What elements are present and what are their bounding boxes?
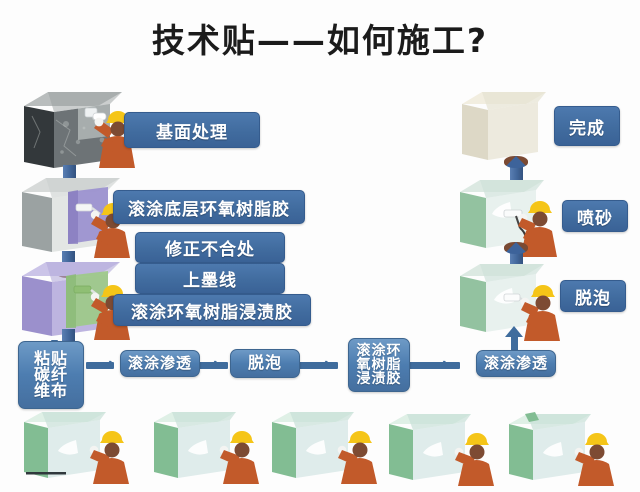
chip-impregnating-resin[interactable]: 滚涂环氧树脂浸渍胶 [113, 294, 311, 326]
flow-node-roll-penetration-2[interactable]: 滚涂渗透 [476, 350, 556, 377]
worker-applying-icon [509, 412, 614, 486]
arrow-up-1 [504, 156, 529, 192]
chip-substrate-treatment[interactable]: 基面处理 [124, 112, 260, 148]
chip-fix-defects[interactable]: 修正不合处 [135, 232, 285, 263]
flow-node-paste-carbon-fiber-cloth[interactable]: 粘 贴 碳 纤 维 布 [18, 341, 84, 409]
bottom-panel-5 [505, 412, 617, 486]
bottom-panel-4 [385, 412, 497, 486]
green-white-block-icon-2 [460, 264, 544, 332]
flow-char: 滚 [356, 343, 372, 359]
flow-char: 贴 [51, 349, 69, 368]
flow-char: 环 [386, 343, 402, 359]
flow-chevron-2: › [213, 354, 220, 375]
chip-defoaming[interactable]: 脱泡 [560, 280, 626, 312]
gray-block-icon [22, 178, 120, 252]
flow-node-resin-text: 滚 涂 环 氧 树 脂 浸 渍 胶 [357, 344, 402, 386]
flow-node-roll-impregnating-resin[interactable]: 滚 涂 环 氧 树 脂 浸 渍 胶 [348, 338, 410, 392]
defoam-roller-icon [503, 285, 560, 341]
flow-chevron-3: › [324, 354, 331, 375]
flow-chevron-4: › [442, 354, 449, 375]
flow-char: 树 [371, 357, 387, 373]
worker-sandblasting [492, 194, 558, 257]
flow-connector-2 [194, 362, 228, 369]
flow-char: 浸 [356, 371, 372, 387]
flow-char: 维 [33, 381, 51, 400]
flow-node-roll-penetration-1[interactable]: 滚涂渗透 [120, 350, 200, 377]
flow-chevron-1: › [108, 354, 115, 375]
worker-defoaming [496, 278, 560, 341]
flow-connector-3 [298, 362, 338, 369]
chip-complete[interactable]: 完成 [554, 106, 620, 146]
chip-primer-epoxy[interactable]: 滚涂底层环氧树脂胶 [113, 190, 305, 224]
flow-char: 碳 [33, 365, 51, 384]
flow-node-paste-text: 粘 贴 碳 纤 维 布 [34, 351, 68, 399]
flow-connector-1 [86, 362, 114, 369]
flow-char: 布 [51, 381, 69, 400]
worker-applying-icon [154, 412, 259, 484]
flow-node-defoam[interactable]: 脱泡 [230, 349, 300, 378]
illustration-substrate-treatment [18, 90, 135, 168]
illustration-defoaming [456, 262, 560, 341]
flow-char: 涂 [371, 343, 387, 359]
bottom-panel-2 [150, 410, 262, 484]
illustration-impregnating-resin [16, 260, 130, 340]
purple-block-icon [22, 262, 120, 336]
bottom-panel-3 [268, 410, 380, 484]
flow-char: 粘 [33, 349, 51, 368]
flow-char: 氧 [356, 357, 372, 373]
page-title: 技术贴——如何施工? [151, 21, 489, 60]
chip-sandblasting[interactable]: 喷砂 [562, 200, 628, 232]
sandblast-gun-icon [503, 201, 557, 257]
flow-char: 脂 [386, 357, 402, 373]
bottom-panel-1 [20, 410, 132, 484]
flow-connector-4 [408, 362, 460, 369]
flow-char: 渍 [371, 371, 387, 387]
cream-block-icon [462, 92, 546, 160]
flow-char: 纤 [51, 365, 69, 384]
worker-applying-icon [272, 412, 377, 484]
flow-char: 胶 [386, 371, 402, 387]
flow-riser-defoam-arrow [505, 326, 523, 337]
illustration-sandblasting [456, 178, 557, 257]
worker-primer [70, 196, 132, 258]
worker-applying-icon [389, 414, 494, 486]
illustration-complete [458, 90, 548, 162]
illustration-primer-epoxy [16, 176, 130, 258]
flow-riser-defoam [511, 335, 518, 357]
worker-roller-purple-icon [75, 203, 130, 258]
chip-ink-line[interactable]: 上墨线 [135, 263, 285, 294]
worker-applying-icon [24, 412, 129, 484]
